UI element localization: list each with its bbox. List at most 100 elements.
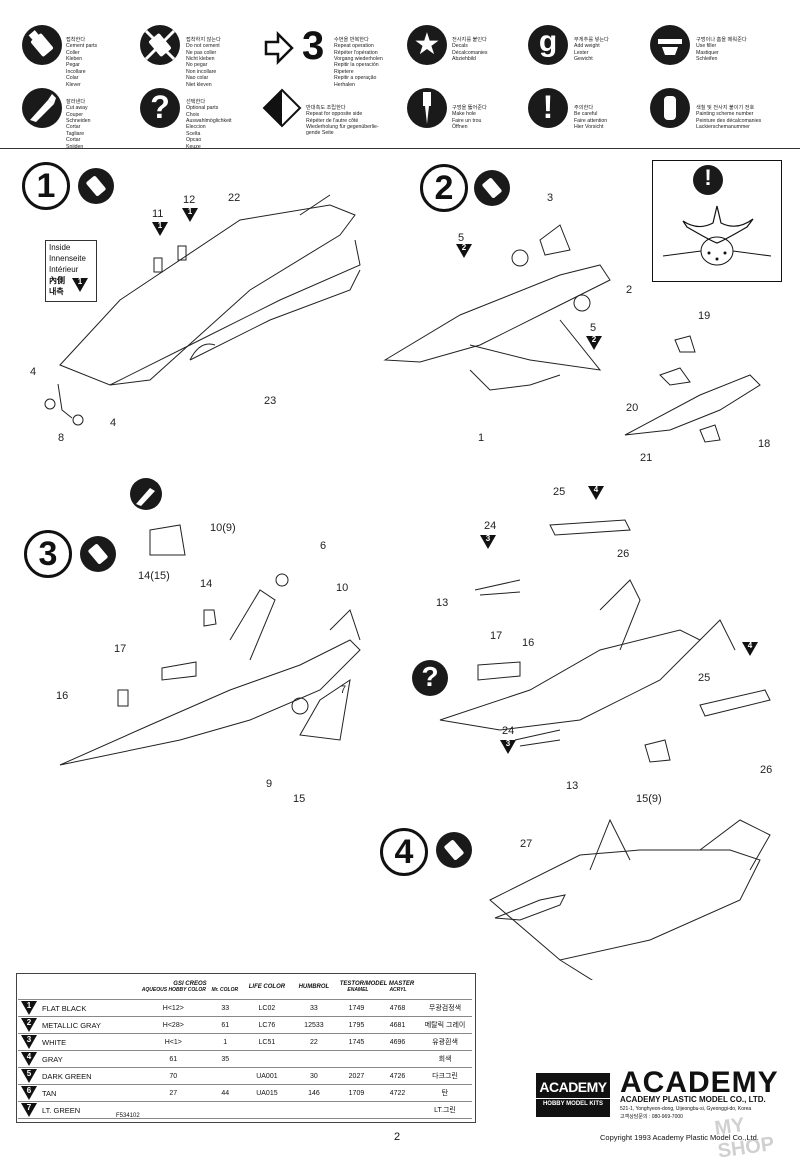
part-label: 13	[566, 780, 579, 792]
part-label: 4	[110, 417, 117, 429]
cement-icon	[78, 168, 114, 204]
part-label: 24	[502, 725, 515, 737]
mr-color-code: 61	[208, 1016, 242, 1034]
paint-name: WHITE	[40, 1033, 138, 1051]
part-label: 15(9)	[636, 793, 662, 805]
acryl-code: 4696	[376, 1033, 419, 1051]
enamel-code	[335, 1050, 377, 1068]
paint-number: 7	[18, 1101, 40, 1119]
part-label: 24	[484, 520, 497, 532]
part-label: 27	[520, 838, 533, 850]
acryl-code: 4681	[376, 1016, 419, 1034]
step-4-number: 4	[380, 828, 428, 876]
korean-name: 다크그린	[418, 1067, 472, 1085]
part-label: 20	[626, 402, 639, 414]
korean-name: 회색	[418, 1050, 472, 1068]
aqueous-code: H<1>	[138, 1033, 209, 1051]
aqueous-code: 61	[138, 1050, 209, 1068]
korean-name: 메탈릭 그레이	[418, 1016, 472, 1034]
paint-name: GRAY	[40, 1050, 138, 1068]
paint-number-label: 3	[26, 1035, 32, 1044]
paint-number-label: 6	[26, 1086, 32, 1095]
korean-name: 유광흰색	[418, 1033, 472, 1051]
aqueous-code	[138, 1101, 209, 1119]
life-color-code: UA001	[241, 1067, 292, 1085]
enamel-code: 2027	[335, 1067, 377, 1085]
repeat-icon: 3	[262, 24, 332, 68]
company-name: ACADEMY PLASTIC MODEL CO., LTD.	[620, 1095, 766, 1104]
life-color-code: LC02	[241, 999, 292, 1017]
enamel-code: 1709	[335, 1084, 377, 1102]
paint-number: 1	[18, 999, 40, 1017]
enamel-code: 1749	[335, 999, 377, 1017]
paint-number-label: 1	[26, 1001, 32, 1010]
careful-inset: !	[652, 160, 782, 282]
mr-color-code	[208, 1101, 242, 1119]
enamel-code: 1795	[335, 1016, 377, 1034]
korean-name: LT.그린	[418, 1101, 472, 1119]
part-label: 4	[30, 366, 37, 378]
step-1-number: 1	[22, 162, 70, 210]
part-label: 3	[547, 192, 554, 204]
cut-icon	[130, 478, 162, 510]
paint-number: 2	[18, 1016, 40, 1034]
decal-icon: ★	[407, 25, 447, 65]
part-label: 25	[698, 672, 711, 684]
paint-number-label: 7	[26, 1103, 32, 1112]
part-label: 21	[640, 452, 653, 464]
part-label: 17	[490, 630, 503, 642]
no-cement-icon	[140, 25, 180, 65]
mr-color-code	[208, 1067, 242, 1085]
paint-table-frame	[16, 973, 476, 1123]
part-label: 22	[228, 192, 241, 204]
part-label: 2	[626, 284, 633, 296]
humbrol-code	[291, 1050, 336, 1068]
paint-number: 4	[18, 1050, 40, 1068]
part-label: 10(9)	[210, 522, 236, 534]
part-label: 26	[760, 764, 773, 776]
paint-number: 6	[18, 1084, 40, 1102]
aqueous-code: 27	[138, 1084, 209, 1102]
paint-callout	[742, 642, 758, 656]
part-label: 19	[698, 310, 711, 322]
acryl-code: 4722	[376, 1084, 419, 1102]
opposite-side-icon	[262, 88, 302, 128]
cut-icon	[22, 88, 62, 128]
copyright: Copyright 1993 Academy Plastic Model Co.…	[600, 1133, 759, 1142]
humbrol-code: 30	[291, 1067, 336, 1085]
careful-icon: !	[528, 88, 568, 128]
part-label: 16	[522, 637, 535, 649]
part-label: 9	[266, 778, 273, 790]
part-label: 11	[152, 208, 164, 220]
life-color-code: LC51	[241, 1033, 292, 1051]
part-label: 18	[758, 438, 771, 450]
step-2-number: 2	[420, 164, 468, 212]
filler-icon	[650, 25, 690, 65]
enamel-code	[335, 1101, 377, 1119]
part-label: 5	[590, 322, 597, 334]
part-label: 12	[183, 194, 196, 206]
paint-number-label: 5	[26, 1069, 32, 1078]
step-3-number: 3	[24, 530, 72, 578]
part-label: 23	[264, 395, 277, 407]
paint-number: 3	[18, 1033, 40, 1051]
life-color-code	[241, 1050, 292, 1068]
company-address: 521-1, Yonghyeon-dong, Uijeongbu-si, Gye…	[620, 1106, 752, 1112]
paint-number-label: 4	[26, 1052, 32, 1061]
optional-icon: ?	[412, 660, 448, 696]
academy-badge: ACADEMY HOBBY MODEL KITS	[536, 1073, 610, 1117]
